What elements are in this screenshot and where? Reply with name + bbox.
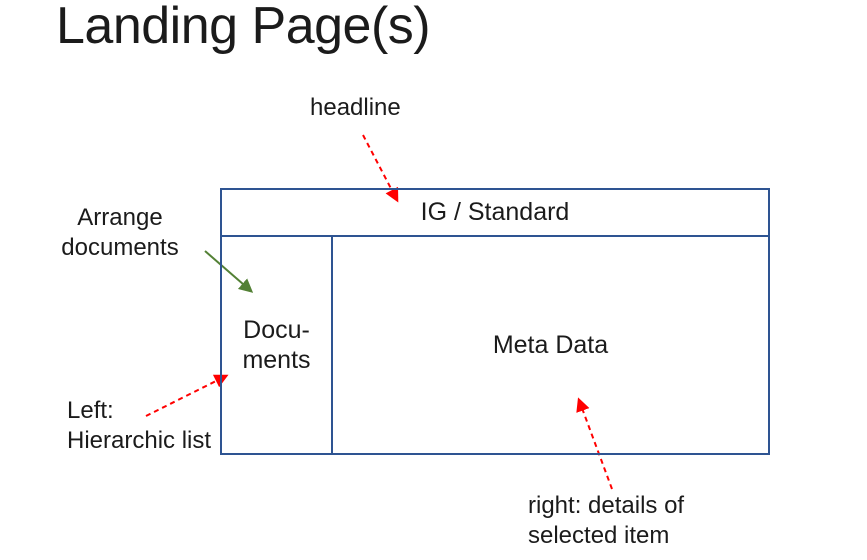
wireframe-body: Docu- ments Meta Data [222,237,768,453]
annotation-arrange-line-2: documents [61,234,179,261]
annotation-left-hierarchic-list: Left: Hierarchic list [67,396,211,456]
annotation-left-line-1: Left: [67,397,114,424]
wireframe-left-panel-label-line-1: Docu- [243,316,310,344]
annotation-headline: headline [310,93,401,123]
annotation-right-line-2: selected item [528,522,670,549]
annotation-right-details: right: details of selected item [528,491,684,551]
slide-title: Landing Page(s) [56,0,431,55]
wireframe-left-panel: Docu- ments [222,237,333,453]
wireframe-right-panel: Meta Data [333,237,768,453]
annotation-arrange-documents: Arrange documents [55,203,185,263]
annotation-left-line-2: Hierarchic list [67,427,212,454]
wireframe-header: IG / Standard [222,190,768,237]
wireframe-box: IG / Standard Docu- ments Meta Data [220,188,770,455]
wireframe-left-panel-label-line-2: ments [242,346,311,374]
annotation-headline-line: headline [310,94,401,121]
annotation-arrange-line-1: Arrange [77,204,163,231]
wireframe-right-panel-label: Meta Data [492,330,609,359]
wireframe-header-label: IG / Standard [420,198,570,226]
annotation-right-line-1: right: details of [528,492,685,519]
